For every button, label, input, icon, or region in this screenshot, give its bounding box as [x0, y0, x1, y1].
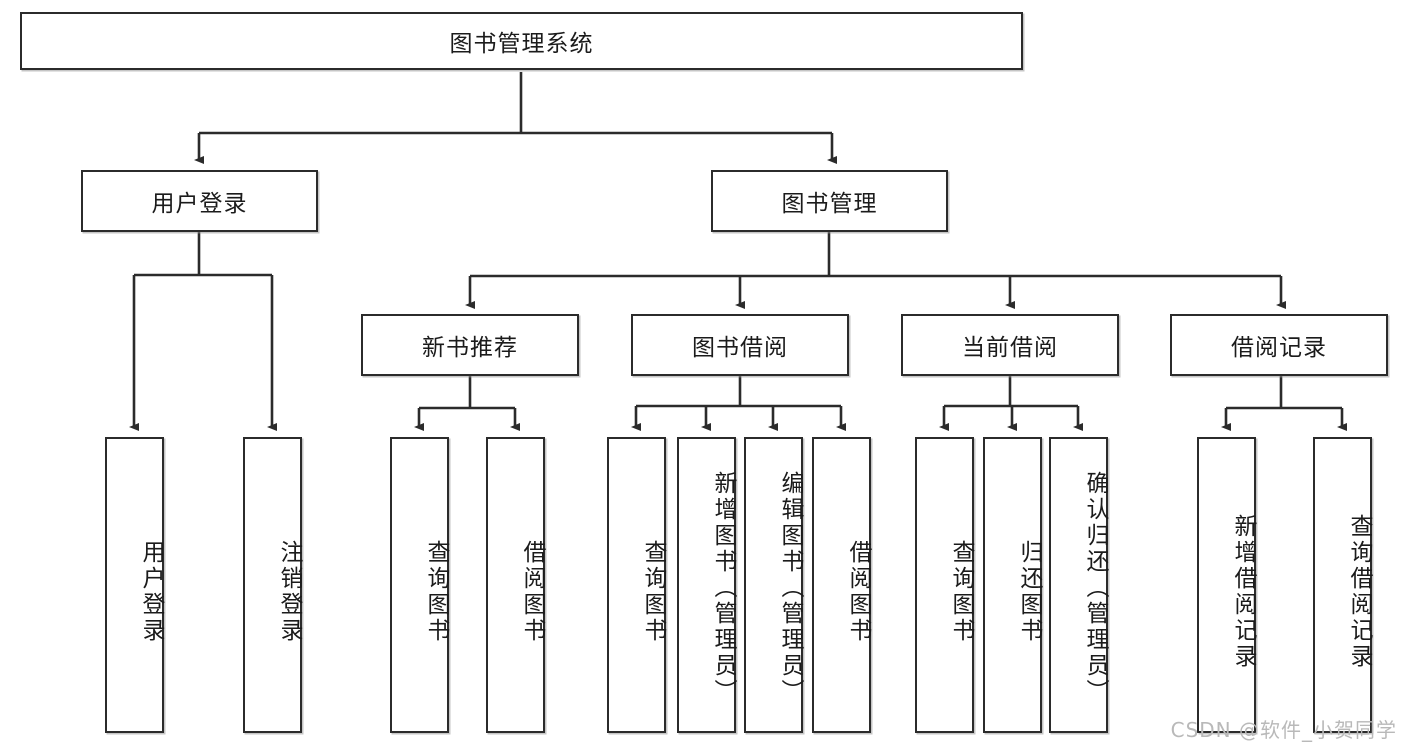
leaf-user-login-login[interactable]: 用户登录 — [105, 437, 164, 733]
watermark-text: CSDN @软件_小贺同学 — [1170, 718, 1397, 742]
leaf-borrow-record-add-record[interactable]: 新增借阅记录 — [1197, 437, 1256, 733]
leaf-user-login-logout[interactable]: 注销登录 — [243, 437, 302, 733]
node-book-management[interactable]: 图书管理 — [711, 170, 948, 232]
node-current-borrow[interactable]: 当前借阅 — [901, 314, 1119, 376]
leaf-book-borrow-query-book[interactable]: 查询图书 — [607, 437, 666, 733]
leaf-book-borrow-borrow-book[interactable]: 借阅图书 — [812, 437, 871, 733]
node-root-library-system[interactable]: 图书管理系统 — [20, 12, 1023, 70]
node-borrow-record[interactable]: 借阅记录 — [1170, 314, 1388, 376]
leaf-current-borrow-query-book[interactable]: 查询图书 — [915, 437, 974, 733]
leaf-borrow-record-query-record[interactable]: 查询借阅记录 — [1313, 437, 1372, 733]
leaf-current-borrow-confirm-return-admin[interactable]: 确认归还（管理员） — [1049, 437, 1108, 733]
leaf-current-borrow-return-book[interactable]: 归还图书 — [983, 437, 1042, 733]
leaf-new-book-query-book[interactable]: 查询图书 — [390, 437, 449, 733]
leaf-book-borrow-edit-book-admin[interactable]: 编辑图书（管理员） — [744, 437, 803, 733]
node-book-borrow[interactable]: 图书借阅 — [631, 314, 849, 376]
node-new-book-recommend[interactable]: 新书推荐 — [361, 314, 579, 376]
leaf-new-book-borrow-book[interactable]: 借阅图书 — [486, 437, 545, 733]
leaf-book-borrow-add-book-admin[interactable]: 新增图书（管理员） — [677, 437, 736, 733]
node-user-login[interactable]: 用户登录 — [81, 170, 318, 232]
